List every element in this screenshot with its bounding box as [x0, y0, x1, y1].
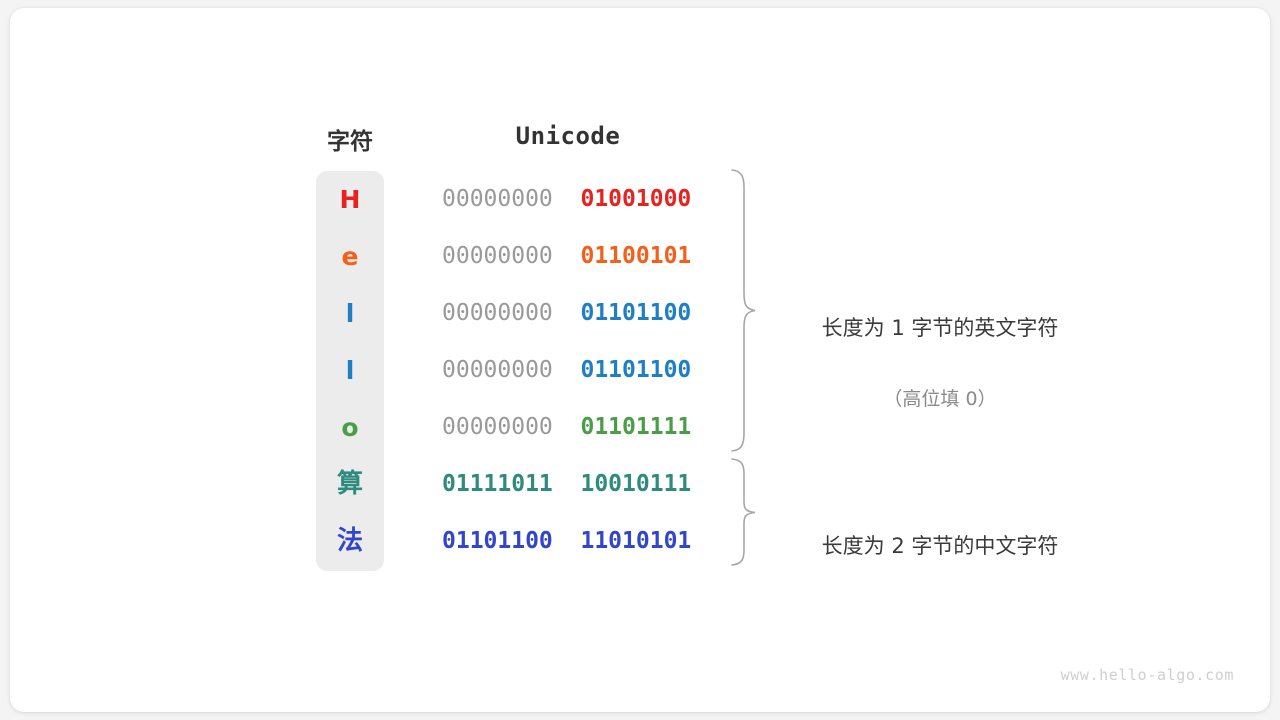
byte-separator: [553, 414, 581, 440]
table-row: H 00000000 01001000: [10, 171, 1270, 228]
figure-card: 字符 Unicode H 00000000 01001000 e 00000000 0…: [10, 8, 1270, 712]
row-high-byte: 00000000: [442, 300, 553, 326]
table-row: l 00000000 01101100: [10, 285, 1270, 342]
byte-separator: [553, 528, 581, 554]
annotation-1byte: 长度为 1 字节的英文字符 （高位填 0）: [770, 274, 1110, 452]
byte-separator: [553, 300, 581, 326]
byte-separator: [553, 243, 581, 269]
row-character: l: [345, 299, 355, 328]
byte-separator: [553, 186, 581, 212]
row-unicode-bits: 01101100 11010101: [442, 513, 694, 570]
annotation-2byte: 长度为 2 字节的中文字符: [770, 492, 1110, 600]
row-low-byte: 01101111: [580, 414, 692, 440]
row-character: H: [339, 185, 361, 214]
row-high-byte: 00000000: [442, 243, 553, 269]
row-low-byte: 01001000: [580, 186, 692, 212]
row-high-byte: 01101100: [442, 528, 553, 554]
table-row: 法 01101100 11010101: [10, 513, 1270, 570]
row-high-byte: 00000000: [442, 357, 553, 383]
brace-1byte: [728, 168, 758, 453]
table-row: l 00000000 01101100: [10, 342, 1270, 399]
row-high-byte: 00000000: [442, 186, 553, 212]
row-character: o: [341, 413, 359, 442]
row-unicode-bits: 00000000 01101111: [442, 399, 694, 456]
row-low-byte: 11010101: [580, 528, 692, 554]
row-character: e: [341, 242, 359, 271]
annotation-2byte-main: 长度为 2 字节的中文字符: [821, 534, 1059, 558]
byte-separator: [553, 357, 581, 383]
row-high-byte: 00000000: [442, 414, 553, 440]
row-unicode-bits: 00000000 01101100: [442, 342, 694, 399]
table-row: 算 01111011 10010111: [10, 456, 1270, 513]
row-high-byte: 01111011: [442, 471, 553, 497]
column-header-unicode: Unicode: [515, 122, 621, 150]
row-character: 算: [336, 469, 363, 499]
annotation-1byte-sub: （高位填 0）: [883, 388, 997, 410]
table-row: o 00000000 01101111: [10, 399, 1270, 456]
brace-2byte: [728, 457, 758, 567]
char-column-background: [316, 171, 384, 571]
row-character: 法: [336, 526, 363, 556]
row-low-byte: 01100101: [580, 243, 692, 269]
byte-separator: [553, 471, 581, 497]
row-unicode-bits: 00000000 01100101: [442, 228, 694, 285]
row-unicode-bits: 00000000 01001000: [442, 171, 694, 228]
annotation-1byte-main: 长度为 1 字节的英文字符: [821, 316, 1059, 340]
row-unicode-bits: 01111011 10010111: [442, 456, 694, 513]
row-unicode-bits: 00000000 01101100: [442, 285, 694, 342]
row-character: l: [345, 356, 355, 385]
row-low-byte: 10010111: [580, 471, 692, 497]
row-low-byte: 01101100: [580, 357, 692, 383]
table-row: e 00000000 01100101: [10, 228, 1270, 285]
row-low-byte: 01101100: [580, 300, 692, 326]
watermark: www.hello-algo.com: [1060, 666, 1234, 684]
column-header-char: 字符: [327, 128, 373, 154]
